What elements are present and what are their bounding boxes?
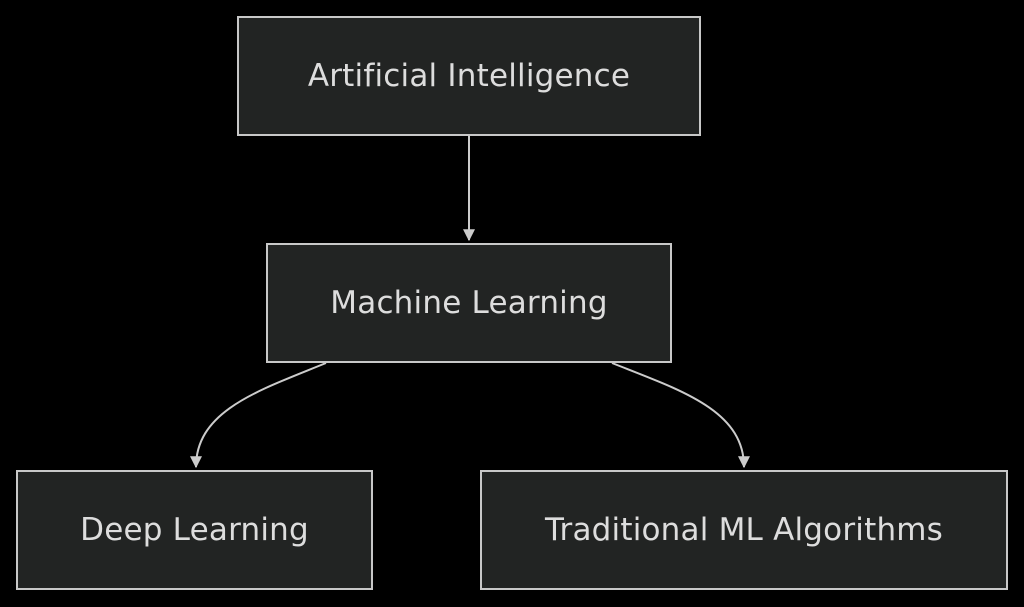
node-deep-learning: Deep Learning xyxy=(16,470,373,590)
edge-ml-to-dl xyxy=(190,362,327,469)
node-machine-learning: Machine Learning xyxy=(266,243,672,363)
node-label: Traditional ML Algorithms xyxy=(544,512,944,548)
node-label: Artificial Intelligence xyxy=(307,58,631,94)
node-traditional-ml-algorithms: Traditional ML Algorithms xyxy=(480,470,1008,590)
node-label: Deep Learning xyxy=(80,512,309,548)
edge-ml-to-tml xyxy=(611,362,750,469)
node-artificial-intelligence: Artificial Intelligence xyxy=(237,16,701,136)
node-label: Machine Learning xyxy=(330,285,608,321)
